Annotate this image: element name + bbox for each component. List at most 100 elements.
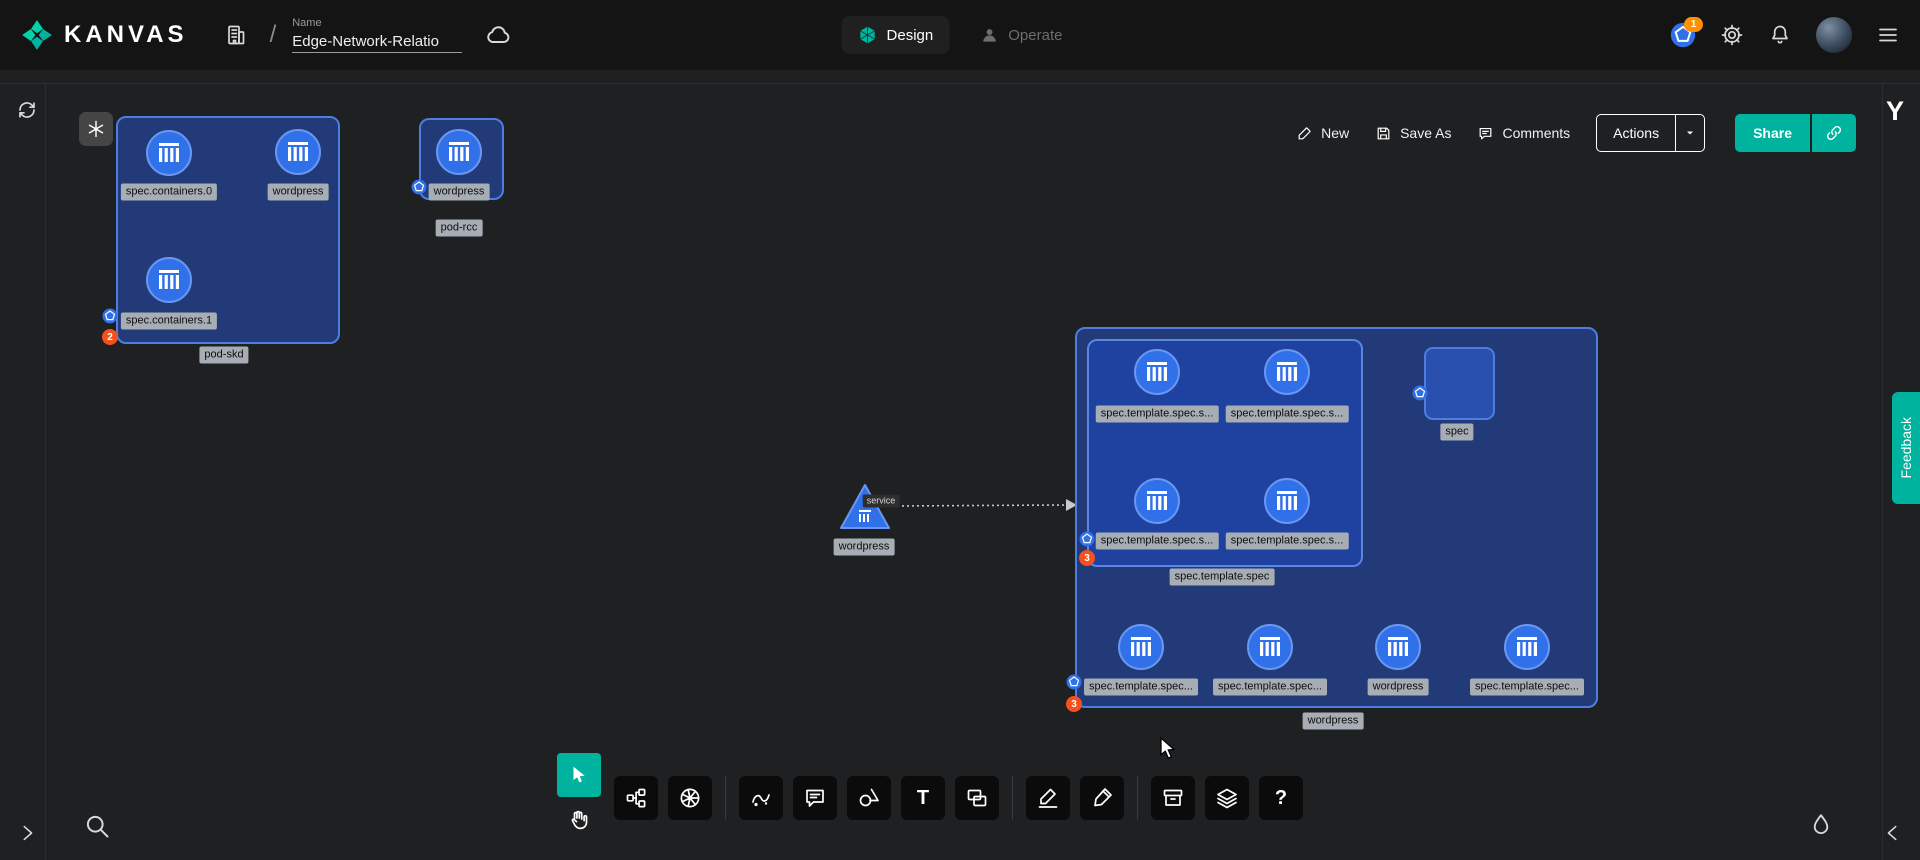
kubernetes-badge-icon (102, 308, 118, 324)
kubernetes-badge-icon (1066, 674, 1082, 690)
user-avatar[interactable] (1816, 17, 1852, 53)
issue-count-badge: 2 (102, 329, 118, 345)
mode-tabs: Design Operate (842, 0, 1079, 70)
share-group: Share (1735, 114, 1856, 152)
drawer-tool[interactable] (1151, 776, 1195, 820)
actions-caret-button[interactable] (1676, 115, 1704, 151)
collapse-right-panel-chevron[interactable] (1882, 822, 1904, 844)
layers-tool[interactable] (1205, 776, 1249, 820)
design-name-label: Name (292, 17, 462, 29)
cloud-sync-icon[interactable] (484, 21, 512, 49)
share-button[interactable]: Share (1735, 114, 1810, 152)
doodle-tool[interactable] (739, 776, 783, 820)
design-tab-label: Design (887, 27, 934, 44)
kubernetes-components-tool[interactable] (668, 776, 712, 820)
expand-left-panel-chevron[interactable] (16, 822, 38, 844)
hand-icon (567, 807, 591, 831)
pod-node[interactable] (145, 256, 193, 304)
context-count-badge: 1 (1684, 17, 1703, 32)
kubernetes-icon (678, 786, 702, 810)
history-sync-icon[interactable] (15, 98, 39, 122)
breadcrumb-separator: / (270, 21, 277, 49)
operate-tab-icon (979, 25, 999, 45)
node-label: spec.containers.1 (121, 313, 217, 330)
cluster-context-button[interactable]: 1 (1670, 22, 1696, 48)
drawer-icon (1161, 786, 1185, 810)
node-label: wordpress (268, 184, 329, 201)
kubernetes-badge-icon (1412, 385, 1428, 401)
pod-node[interactable] (435, 128, 483, 176)
pod-node[interactable] (1117, 623, 1165, 671)
comment-icon (1477, 125, 1494, 142)
pointer-tools-column (557, 753, 601, 841)
pod-node[interactable] (145, 129, 193, 177)
actions-button[interactable]: Actions (1597, 115, 1675, 151)
service-deployment-edge (888, 494, 1080, 516)
pod-node[interactable] (1374, 623, 1422, 671)
feedback-label: Feedback (1898, 417, 1914, 478)
pod-node[interactable] (1263, 477, 1311, 525)
kanvas-logo[interactable]: KANVAS (20, 18, 188, 52)
design-name-block: Name (292, 17, 462, 53)
pencil-icon (1296, 125, 1313, 142)
canvas-left-border (45, 84, 46, 860)
zoom-search-icon[interactable] (83, 812, 111, 840)
comment-tool[interactable] (793, 776, 837, 820)
node-label: spec.template.spec.s... (1226, 533, 1349, 550)
design-name-input[interactable] (292, 31, 462, 53)
pod-node[interactable] (1133, 348, 1181, 396)
pod-node[interactable] (1246, 623, 1294, 671)
new-button[interactable]: New (1296, 125, 1349, 142)
ink-drop-icon[interactable] (1808, 812, 1834, 838)
group-spec[interactable] (1424, 347, 1495, 420)
toolbar-divider (1012, 776, 1013, 820)
node-label: wordpress (834, 539, 895, 556)
organization-icon[interactable] (224, 23, 248, 47)
node-label: spec.template.spec... (1084, 679, 1198, 696)
tools-dock: T (557, 753, 1308, 841)
help-tool-glyph: ? (1275, 788, 1287, 808)
freehand-tool[interactable] (1080, 776, 1124, 820)
save-icon (1375, 125, 1392, 142)
recenter-grid-button[interactable] (79, 112, 113, 146)
actions-split-button[interactable]: Actions (1596, 114, 1705, 152)
pod-node[interactable] (274, 128, 322, 176)
group-label: spec (1440, 424, 1473, 441)
comments-button[interactable]: Comments (1477, 125, 1570, 142)
tools-row: T (609, 776, 1308, 820)
flow-tool[interactable] (614, 776, 658, 820)
cursor-icon (568, 764, 590, 786)
group-label: spec.template.spec (1170, 569, 1275, 586)
comment-icon (803, 786, 827, 810)
node-label: spec.template.spec.s... (1226, 406, 1349, 423)
sketch-tool[interactable] (1026, 776, 1070, 820)
new-button-label: New (1321, 125, 1349, 141)
rectangle-tool[interactable] (955, 776, 999, 820)
tab-design[interactable]: Design (842, 16, 950, 54)
shapes-icon (857, 786, 881, 810)
pod-node[interactable] (1133, 477, 1181, 525)
help-tool[interactable]: ? (1259, 776, 1303, 820)
hamburger-menu-icon[interactable] (1876, 23, 1900, 47)
share-button-label: Share (1753, 125, 1792, 141)
pen-icon (1090, 786, 1114, 810)
save-as-button-label: Save As (1400, 125, 1451, 141)
copy-link-button[interactable] (1812, 114, 1856, 152)
select-tool[interactable] (557, 753, 601, 797)
kanvas-logo-icon (20, 18, 54, 52)
shapes-tool[interactable] (847, 776, 891, 820)
pod-node[interactable] (1263, 348, 1311, 396)
tab-operate[interactable]: Operate (963, 16, 1078, 54)
design-tab-icon (858, 25, 878, 45)
pan-tool[interactable] (557, 797, 601, 841)
node-kind-label: service (863, 495, 900, 508)
text-tool[interactable]: T (901, 776, 945, 820)
layer5-logo: Y (1886, 96, 1904, 127)
settings-gear-icon[interactable] (1720, 23, 1744, 47)
rectangle-icon (965, 786, 989, 810)
canvas-top-border (0, 83, 1920, 84)
feedback-tab[interactable]: Feedback (1892, 392, 1920, 504)
notifications-bell-icon[interactable] (1768, 23, 1792, 47)
pod-node[interactable] (1503, 623, 1551, 671)
save-as-button[interactable]: Save As (1375, 125, 1451, 142)
